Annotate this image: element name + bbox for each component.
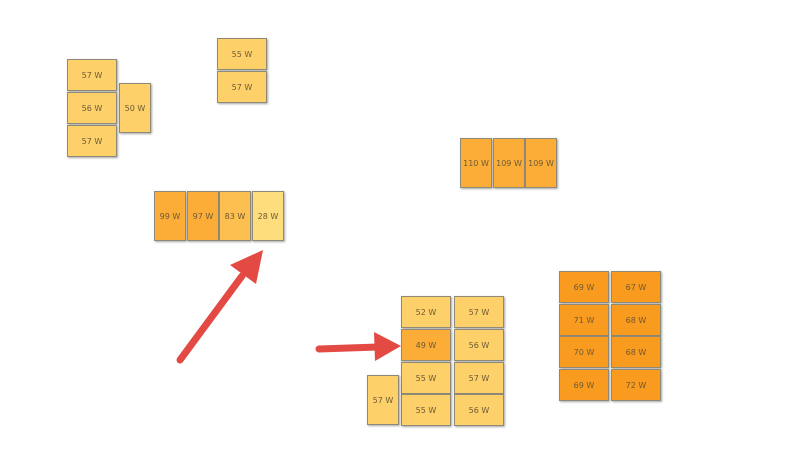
solar-panel[interactable]: 55 W — [217, 38, 267, 70]
solar-panel[interactable]: 57 W — [67, 125, 117, 157]
arrow-icon — [176, 250, 263, 364]
solar-panel[interactable]: 56 W — [454, 394, 504, 426]
solar-panel[interactable]: 72 W — [611, 369, 661, 401]
solar-panel[interactable]: 55 W — [401, 362, 451, 394]
solar-panel[interactable]: 55 W — [401, 394, 451, 426]
solar-panel[interactable]: 57 W — [454, 362, 504, 394]
arrow-icon — [315, 332, 401, 361]
solar-panel[interactable]: 68 W — [611, 304, 661, 336]
solar-panel[interactable]: 69 W — [559, 369, 609, 401]
solar-panel[interactable]: 83 W — [219, 191, 251, 241]
solar-panel[interactable]: 57 W — [217, 71, 267, 103]
solar-panel-underperforming[interactable]: 49 W — [401, 329, 451, 361]
solar-panel[interactable]: 110 W — [460, 138, 492, 188]
solar-panel[interactable]: 67 W — [611, 271, 661, 303]
solar-panel[interactable]: 50 W — [119, 83, 151, 133]
solar-panel[interactable]: 69 W — [559, 271, 609, 303]
solar-panel[interactable]: 68 W — [611, 336, 661, 368]
solar-panel[interactable]: 57 W — [367, 375, 399, 425]
solar-panel[interactable]: 71 W — [559, 304, 609, 336]
solar-panel-underperforming[interactable]: 28 W — [252, 191, 284, 241]
solar-panel[interactable]: 70 W — [559, 336, 609, 368]
solar-panel[interactable]: 57 W — [67, 59, 117, 91]
solar-panel[interactable]: 109 W — [493, 138, 525, 188]
solar-panel[interactable]: 52 W — [401, 296, 451, 328]
solar-panel[interactable]: 99 W — [154, 191, 186, 241]
solar-panel[interactable]: 56 W — [454, 329, 504, 361]
solar-panel[interactable]: 109 W — [525, 138, 557, 188]
solar-panel[interactable]: 57 W — [454, 296, 504, 328]
solar-panel[interactable]: 97 W — [187, 191, 219, 241]
solar-panel[interactable]: 56 W — [67, 92, 117, 124]
